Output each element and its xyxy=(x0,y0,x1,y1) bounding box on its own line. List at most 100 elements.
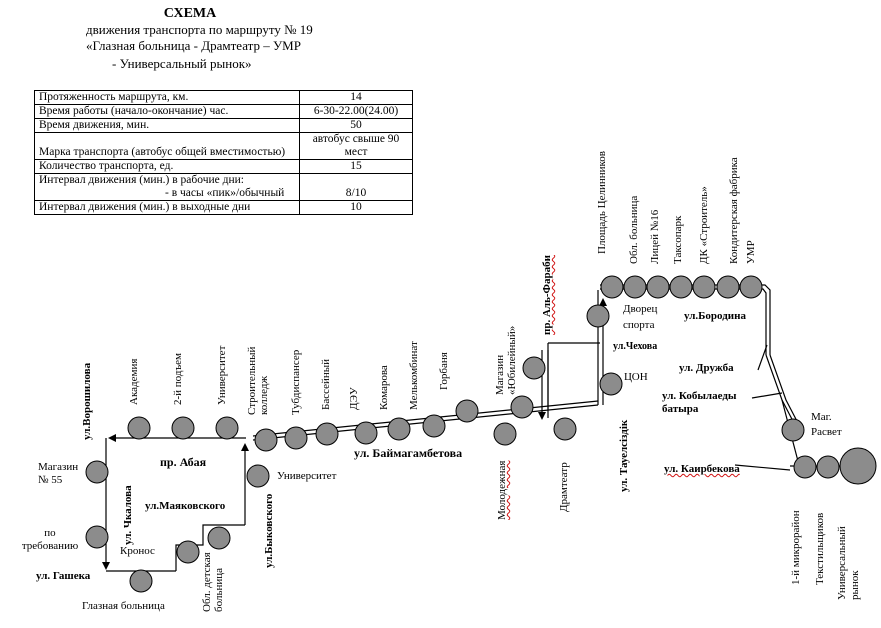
stop-magazin55: Магазин № 55 xyxy=(38,461,79,486)
street-borodina: ул.Бородина xyxy=(684,310,746,322)
table-row: Время работы (начало-окончание) час.6-30… xyxy=(34,104,413,119)
title-line-3: «Глазная больница - Драмтеатр – УМР xyxy=(86,38,301,53)
street-chekhova: ул.Чехова xyxy=(613,341,658,352)
route-line xyxy=(765,354,796,426)
leader-line xyxy=(751,392,783,399)
stop-dramteatr: Драмтеатр xyxy=(558,462,570,512)
street-kairbekova-text: ул. Каирбекова xyxy=(664,463,740,475)
table-row: Интервал движения (мин.) в рабочие дни:-… xyxy=(34,173,413,201)
stop-obl-bolnitsa: Обл. больница xyxy=(628,195,640,264)
street-kobylaedy: ул. Кобылаеды батыра xyxy=(662,390,737,415)
stop-stroit-college: Строительный колледж xyxy=(246,346,270,415)
stop-magazin-yub-2-marker xyxy=(522,356,546,380)
stop-obl-detskaya: Обл. детская больница xyxy=(201,552,225,612)
stop-po-trebovaniyu-marker xyxy=(85,525,109,549)
stop-universitet-marker xyxy=(215,416,239,440)
table-row: Протяженность маршрута, км.14 xyxy=(34,90,413,105)
street-voroshilova: ул.Ворошилова xyxy=(81,362,93,440)
route-line xyxy=(175,524,245,571)
street-druzhba: ул. Дружба xyxy=(679,362,734,374)
table-cell-label: Интервал движения (мин.) в выходные дни xyxy=(34,200,300,215)
stop-konditer: Кондитерская фабрика xyxy=(728,157,740,264)
table-cell-label-main: Интервал движения (мин.) в рабочие дни: xyxy=(39,174,244,186)
stop-stroit-college-marker xyxy=(254,428,278,452)
stop-kronos-marker xyxy=(176,540,200,564)
stop-podyem2: 2-й подъем xyxy=(172,353,184,405)
stop-tekstilshchikov: Текстильщиков xyxy=(814,512,826,585)
stop-mag-rasvet-marker xyxy=(781,418,805,442)
street-baimagambetova: ул. Баймагамбетова xyxy=(354,446,463,460)
street-chkalova: ул. Чкалова xyxy=(122,485,134,545)
stop-molodezhnaya: Молодежная xyxy=(496,461,508,520)
stop-melkombinat: Мелькомбинат xyxy=(408,341,420,410)
stop-taksopark-marker xyxy=(669,275,693,299)
stop-markers xyxy=(85,275,877,593)
street-al-farabi: пр. Аль-Фараби xyxy=(541,255,553,335)
table-cell-value: 8/10 xyxy=(299,173,413,201)
route-info-table: Протяженность маршрута, км.14 Время рабо… xyxy=(34,90,413,215)
stop-universitet-r: Университет xyxy=(277,470,337,482)
stop-dk: ДК «Строитель» xyxy=(698,186,710,264)
stop-dezu: ДЭУ xyxy=(348,387,360,410)
title-line-2: движения транспорта по маршруту № 19 xyxy=(86,22,313,37)
stop-tubdispanser-marker xyxy=(284,426,308,450)
leader-line xyxy=(734,464,791,471)
stop-gorbanya-marker xyxy=(455,399,479,423)
stop-glaznaya-marker xyxy=(129,569,153,593)
title-line-4: - Универсальный рынок» xyxy=(112,56,252,71)
street-mayakovskogo: ул.Маяковского xyxy=(145,500,226,512)
leader-line xyxy=(757,344,768,371)
stop-dk-marker xyxy=(692,275,716,299)
stop-mikrorayon1: 1-й микрорайон xyxy=(790,510,802,585)
stop-dramteatr-marker xyxy=(553,417,577,441)
stop-konditer-marker xyxy=(716,275,740,299)
stop-magazin-yub: Магазин «Юбилейный» xyxy=(494,325,518,395)
stop-basseyn-marker xyxy=(315,422,339,446)
stop-umr: УМР xyxy=(745,240,757,264)
stop-obl-bolnitsa-marker xyxy=(623,275,647,299)
stop-tekstilshchikov-marker xyxy=(816,455,840,479)
table-cell-label: Марка транспорта (автобус общей вместимо… xyxy=(34,132,300,160)
stop-obl-detskaya-marker xyxy=(207,526,231,550)
stop-molodezhnaya-marker xyxy=(493,422,517,446)
stop-podyem2-marker xyxy=(171,416,195,440)
stop-komarova-marker xyxy=(387,417,411,441)
stop-magazin-yub-marker xyxy=(510,395,534,419)
stop-kronos: Кронос xyxy=(120,545,155,557)
scheme-title: СХЕМА xyxy=(0,6,380,22)
stop-komarova: Комарова xyxy=(378,365,390,410)
route-line xyxy=(769,354,800,426)
stop-akademiya: Академия xyxy=(128,358,140,405)
street-gasheka: ул. Гашека xyxy=(36,570,91,582)
stop-taksopark: Таксопарк xyxy=(672,215,684,264)
table-cell-sublabel: - в часы «пик»/обычный xyxy=(165,187,285,199)
stop-universitet: Университет xyxy=(216,345,228,405)
stop-litsey16-marker xyxy=(646,275,670,299)
stop-mag-rasvet: Маг. Расвет xyxy=(811,411,842,438)
stop-tson-marker xyxy=(599,372,623,396)
stop-po-trebovaniyu: по требованию xyxy=(21,527,79,552)
street-tauelsizdik: ул. Тауелсiздiк xyxy=(618,419,630,492)
stop-litsey16: Лицей №16 xyxy=(649,209,661,264)
stop-magazin55-marker xyxy=(85,460,109,484)
stop-mikrorayon1-marker xyxy=(793,455,817,479)
table-cell-label: Протяженность маршрута, км. xyxy=(34,90,300,105)
stop-tson: ЦОН xyxy=(624,371,648,383)
street-kairbekova: ул. Каирбекова xyxy=(664,463,740,476)
title-line-1: СХЕМА xyxy=(163,6,217,21)
street-al-farabi-text: пр. Аль-Фараби xyxy=(541,255,553,335)
stop-dvorets-sporta-marker xyxy=(586,304,610,328)
stop-akademiya-marker xyxy=(127,416,151,440)
stop-melkombinat-marker xyxy=(422,414,446,438)
stop-universitet-r-marker xyxy=(246,464,270,488)
stop-univ-rynok: Универсальный рынок xyxy=(836,526,861,600)
stop-dezu-marker xyxy=(354,421,378,445)
stop-tubdispanser: Тубдиспансер xyxy=(290,349,302,415)
stop-glaznaya: Глазная больница xyxy=(82,600,165,612)
table-cell-value: 10 xyxy=(299,200,413,215)
table-cell-label: Интервал движения (мин.) в рабочие дни:-… xyxy=(34,173,300,201)
stop-univ-rynok-marker xyxy=(839,447,877,485)
stop-basseyn: Бассейный xyxy=(320,358,332,410)
